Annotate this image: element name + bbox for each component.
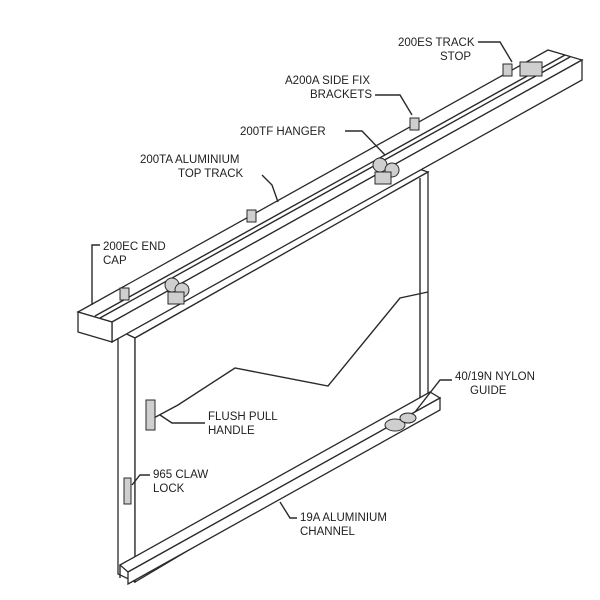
label-hanger: 200TF HANGER xyxy=(240,126,326,138)
bottom-channel xyxy=(118,391,442,586)
nylon-guide xyxy=(384,412,417,432)
claw-lock xyxy=(123,477,132,505)
leader-lines xyxy=(91,41,513,519)
side-fix-brackets xyxy=(119,63,513,301)
track-stop xyxy=(519,61,543,77)
hangers xyxy=(164,157,400,305)
top-track xyxy=(76,49,584,344)
break-line xyxy=(149,291,429,421)
flush-pull-handle xyxy=(145,399,156,431)
